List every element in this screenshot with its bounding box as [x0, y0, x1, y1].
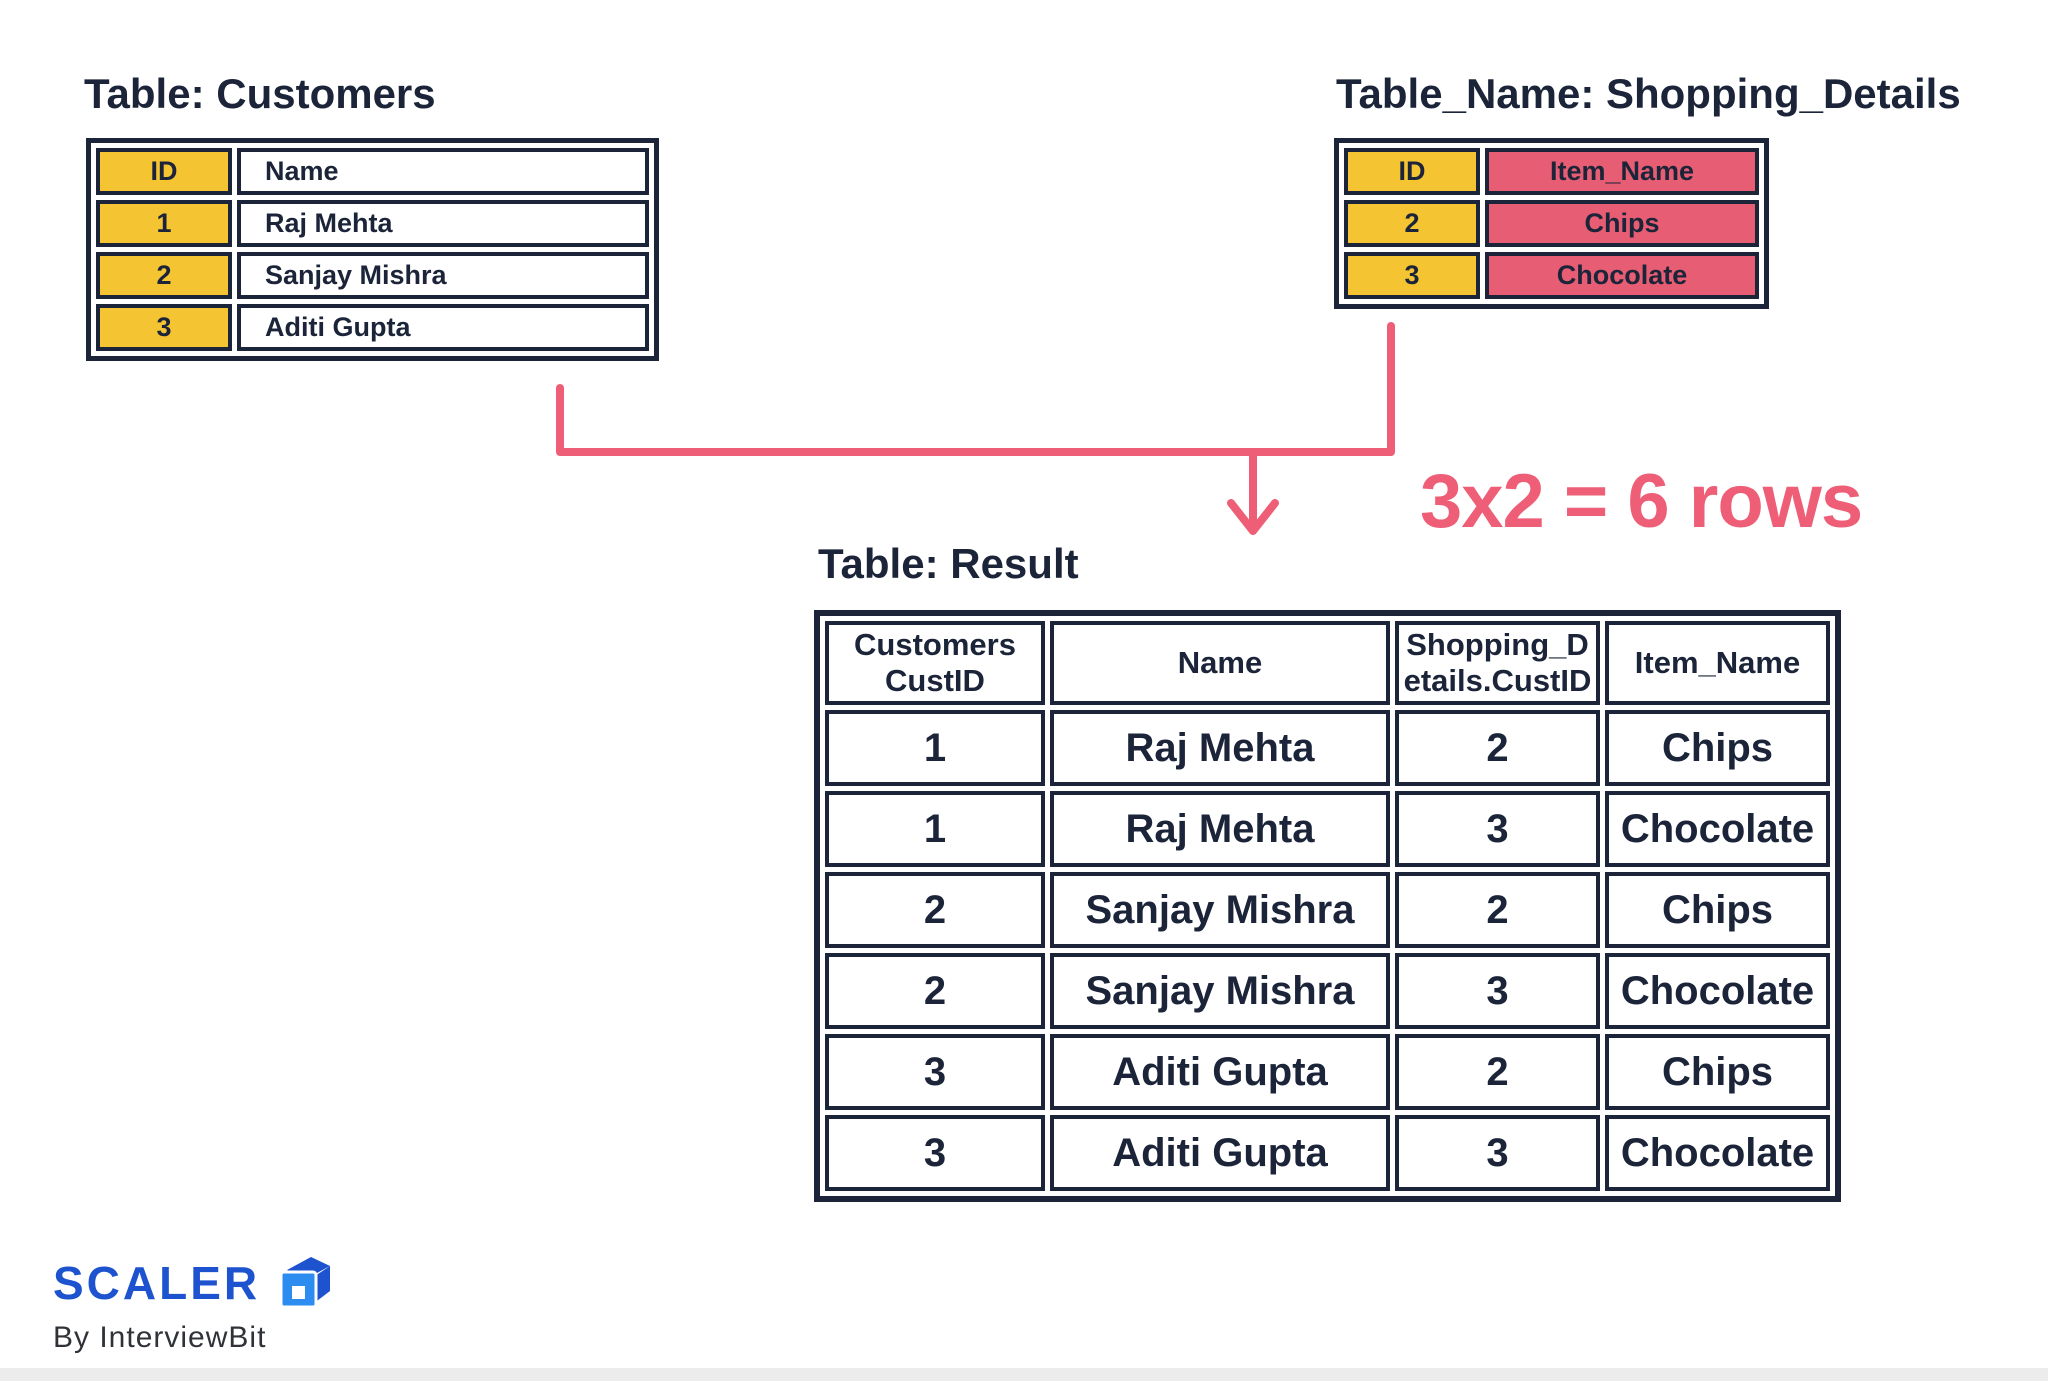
- scaler-logo: SCALER By InterviewBit: [53, 1255, 332, 1355]
- data-cell: 2: [96, 252, 232, 299]
- data-cell: 2: [1395, 872, 1600, 948]
- row-count-annotation: 3x2 = 6 rows: [1420, 459, 1863, 544]
- data-cell: Sanjay Mishra: [1050, 872, 1390, 948]
- data-cell: 1: [96, 200, 232, 247]
- data-cell: Chocolate: [1605, 1115, 1830, 1191]
- data-cell: 3: [1344, 252, 1480, 299]
- column-header-cell: ID: [1344, 148, 1480, 195]
- column-header-cell: Name: [237, 148, 649, 195]
- data-cell: Chocolate: [1485, 252, 1759, 299]
- column-header-cell: Item_Name: [1485, 148, 1759, 195]
- data-cell: 3: [825, 1034, 1045, 1110]
- data-cell: 3: [1395, 791, 1600, 867]
- data-cell: 3: [825, 1115, 1045, 1191]
- customers-title: Table: Customers: [84, 70, 436, 117]
- data-cell: 3: [1395, 953, 1600, 1029]
- data-cell: Raj Mehta: [1050, 710, 1390, 786]
- data-cell: Chocolate: [1605, 953, 1830, 1029]
- data-cell: 2: [1344, 200, 1480, 247]
- data-cell: 1: [825, 710, 1045, 786]
- column-header-cell: Customers CustID: [825, 621, 1045, 705]
- scaler-wordmark: SCALER: [53, 1257, 261, 1309]
- data-cell: Chips: [1485, 200, 1759, 247]
- data-cell: 2: [1395, 710, 1600, 786]
- data-cell: Raj Mehta: [237, 200, 649, 247]
- data-cell: 2: [825, 953, 1045, 1029]
- data-cell: Aditi Gupta: [237, 304, 649, 351]
- bottom-edge-strip: [0, 1368, 2048, 1381]
- arrow-down-icon: [1227, 499, 1279, 535]
- data-cell: 3: [96, 304, 232, 351]
- data-cell: Chips: [1605, 1034, 1830, 1110]
- data-cell: Raj Mehta: [1050, 791, 1390, 867]
- data-cell: Chocolate: [1605, 791, 1830, 867]
- cube-3d-icon: [279, 1257, 331, 1309]
- result-title: Table: Result: [818, 540, 1079, 587]
- data-cell: Sanjay Mishra: [237, 252, 649, 299]
- data-cell: 1: [825, 791, 1045, 867]
- shopping-details-title: Table_Name: Shopping_Details: [1336, 70, 1961, 117]
- data-cell: 2: [1395, 1034, 1600, 1110]
- data-cell: 3: [1395, 1115, 1600, 1191]
- join-connector-line: [556, 322, 1395, 456]
- column-header-cell: Item_Name: [1605, 621, 1830, 705]
- byline: By InterviewBit: [53, 1321, 267, 1354]
- data-cell: Chips: [1605, 710, 1830, 786]
- data-cell: Chips: [1605, 872, 1830, 948]
- column-header-cell: Shopping_D etails.CustID: [1395, 621, 1600, 705]
- data-cell: Sanjay Mishra: [1050, 953, 1390, 1029]
- data-cell: Aditi Gupta: [1050, 1115, 1390, 1191]
- data-cell: 2: [825, 872, 1045, 948]
- data-cell: Aditi Gupta: [1050, 1034, 1390, 1110]
- column-header-cell: Name: [1050, 621, 1390, 705]
- column-header-cell: ID: [96, 148, 232, 195]
